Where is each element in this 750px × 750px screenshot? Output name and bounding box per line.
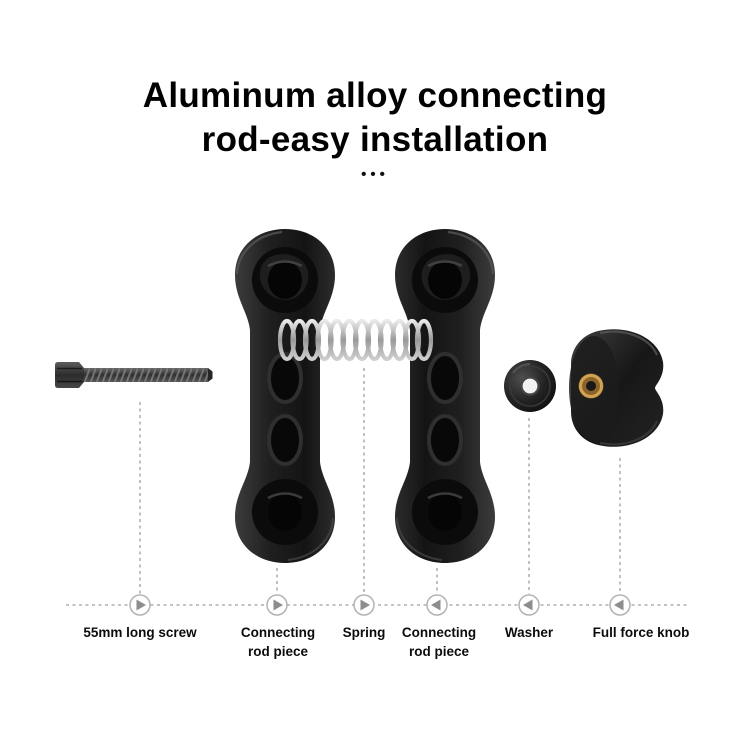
part-55mm-screw — [54, 352, 214, 398]
page-title-line-1: Aluminum alloy connecting — [142, 76, 608, 115]
play-left-icon — [614, 599, 624, 611]
spring-graphic — [277, 318, 434, 362]
knob-graphic — [569, 329, 664, 447]
page-title: Aluminum alloy connecting rod-easy insta… — [0, 74, 750, 162]
part-label-rod-left: Connecting rod piece — [240, 625, 316, 659]
washer-graphic — [504, 360, 556, 412]
part-label-rod-right: Connecting rod piece — [401, 625, 477, 659]
assembly-direction-markers — [129, 594, 631, 616]
screw-graphic — [55, 362, 213, 388]
connecting-rod-graphic — [395, 229, 495, 563]
part-full-force-knob — [564, 324, 667, 454]
part-connecting-rod-right — [384, 226, 506, 566]
assembly-marker-rod-left — [266, 594, 288, 616]
play-right-icon — [136, 599, 146, 611]
play-right-icon — [273, 599, 283, 611]
part-label-spring: Spring — [342, 625, 386, 640]
assembly-marker-rod-right — [426, 594, 448, 616]
assembly-marker-knob — [609, 594, 631, 616]
assembly-marker-spring — [353, 594, 375, 616]
play-left-icon — [523, 599, 533, 611]
dashed-guide-lines — [66, 368, 688, 606]
part-label-washer: Washer — [504, 625, 554, 640]
part-label-knob: Full force knob — [592, 625, 690, 640]
assembly-marker-screw — [129, 594, 151, 616]
connecting-rod-graphic — [235, 229, 335, 563]
part-spring — [277, 316, 434, 364]
part-label-screw: 55mm long screw — [83, 625, 197, 640]
part-connecting-rod-left — [224, 226, 346, 566]
play-right-icon — [360, 599, 370, 611]
play-left-icon — [431, 599, 441, 611]
page-title-line-2: rod-easy installation — [201, 120, 549, 160]
ellipsis-decoration: ••• — [361, 166, 389, 183]
part-washer — [501, 357, 559, 415]
assembly-marker-washer — [518, 594, 540, 616]
